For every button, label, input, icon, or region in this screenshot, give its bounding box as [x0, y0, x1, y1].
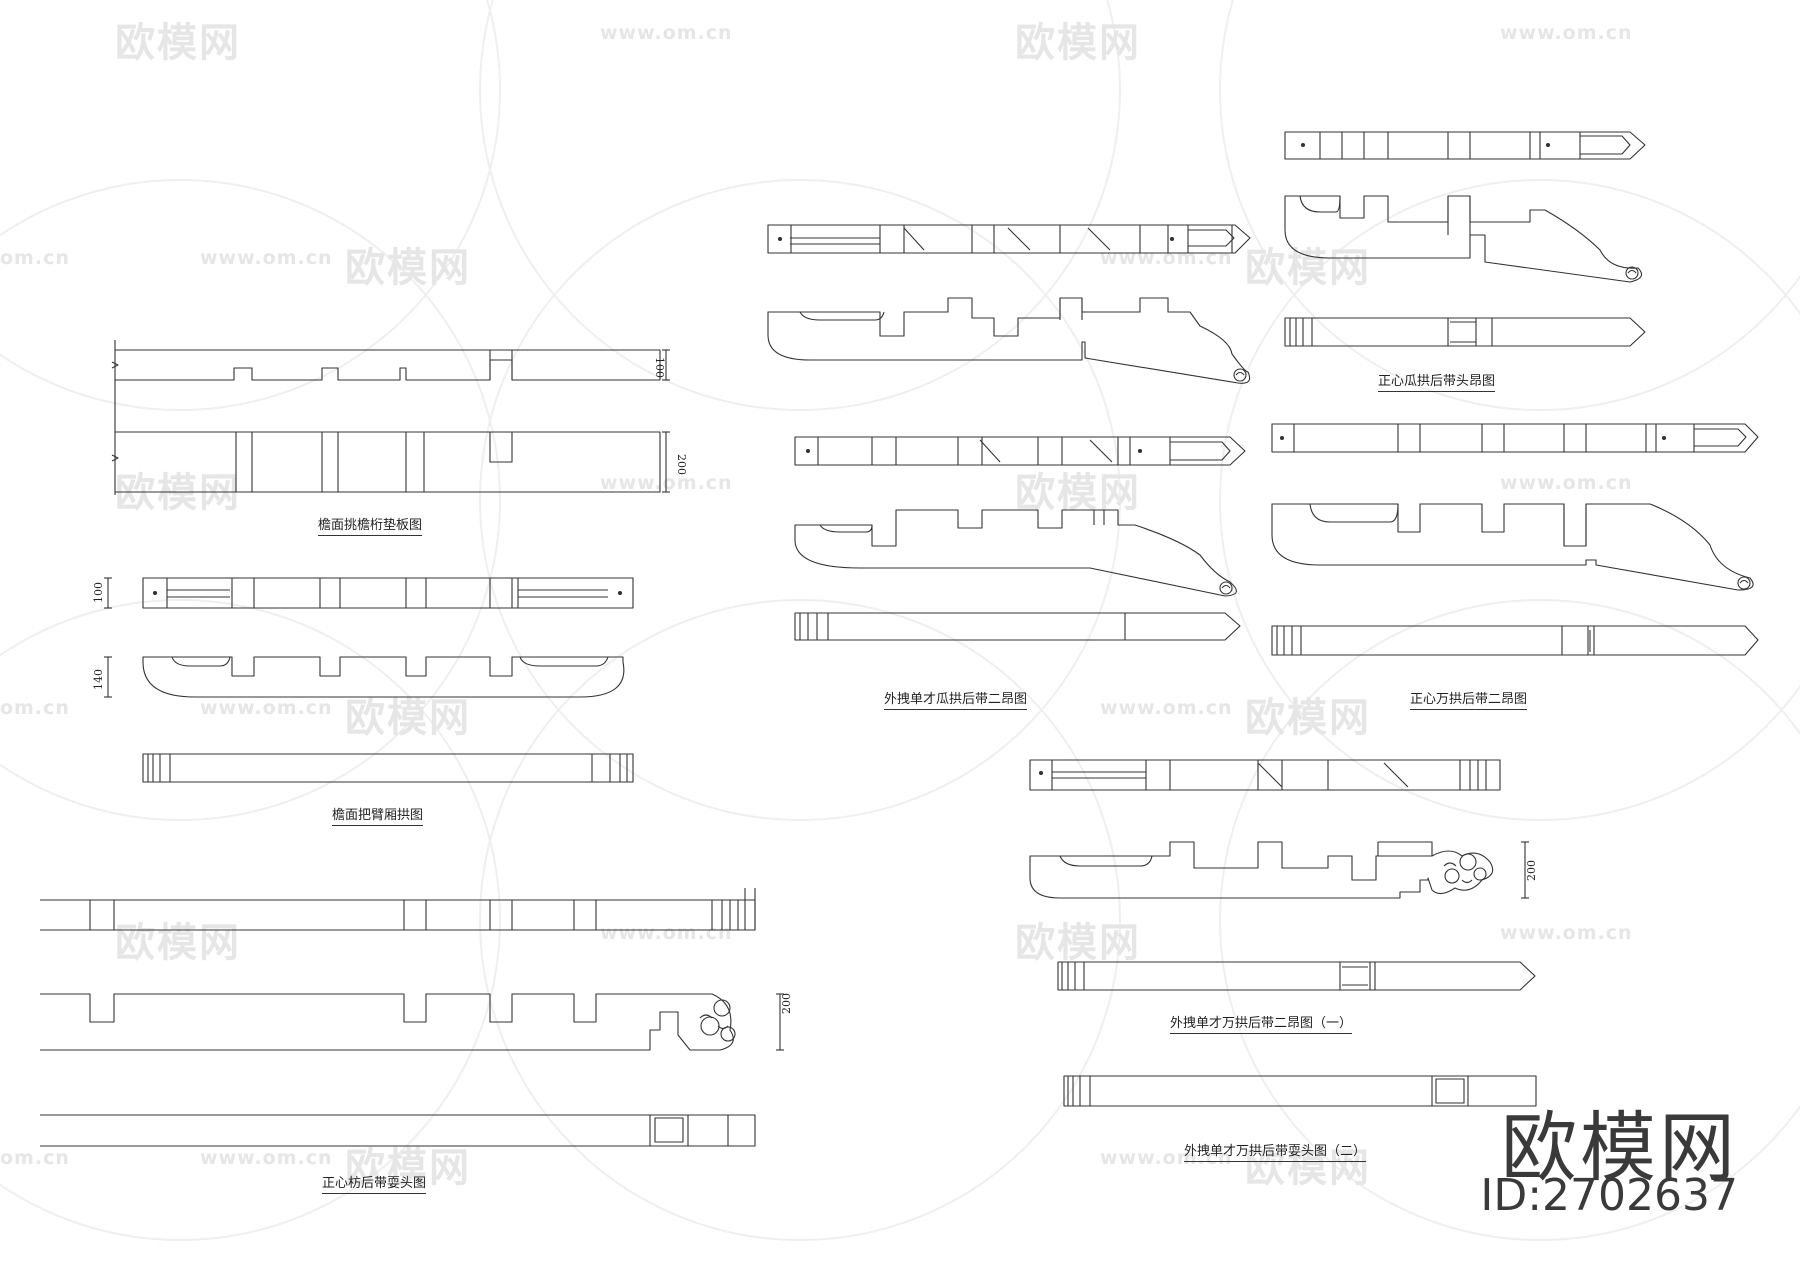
watermark-brand: 欧模网: [115, 920, 241, 966]
watermark-circle: [479, 599, 1121, 1241]
caption-diagram-1: 檐面挑檐桁垫板图: [318, 514, 423, 536]
diagram-4a-outer-bracket-plan: [767, 224, 1251, 254]
caption-diagram-3: 正心枋后带耍头图: [322, 1172, 427, 1194]
watermark-url: www.om.cn: [1500, 22, 1633, 44]
watermark-url: www.om.cn: [1500, 922, 1633, 944]
watermark-brand: 欧模网: [1245, 245, 1371, 291]
watermark-brand: 欧模网: [345, 245, 471, 291]
model-id: ID:2702637: [1480, 1170, 1738, 1221]
dimension-label: 200: [675, 454, 688, 475]
watermark-circle: [1219, 0, 1800, 411]
watermark-brand: 欧模网: [1245, 1145, 1371, 1191]
diagram-7-outer-bracket: [1029, 759, 1536, 991]
watermark-brand: 欧模网: [1015, 20, 1141, 66]
dimension-label: 200: [780, 993, 793, 1014]
watermark-brand: 欧模网: [345, 1145, 471, 1191]
watermark-url: www.om.cn: [200, 1147, 333, 1169]
watermark-url-short: om.cn: [0, 1147, 70, 1169]
caption-diagram-6: 正心万拱后带二昂图: [1410, 688, 1528, 710]
dimension-label: 140: [92, 669, 105, 690]
diagram-4b-outer-bracket-elevation: [794, 509, 1237, 597]
diagram-4c-outer-bracket-end: [794, 612, 1241, 641]
diagram-1-eave-board: [111, 340, 670, 495]
brand-logo: 欧模网: [1501, 1103, 1738, 1192]
caption-diagram-8: 外拽单才万拱后带耍头图（二）: [1184, 1140, 1367, 1162]
dimension-label: 100: [653, 357, 666, 378]
watermark-circle: [1219, 599, 1800, 1241]
watermark-url-short: om.cn: [0, 247, 70, 269]
diagram-3-purlin-beam: [40, 888, 784, 1147]
diagram-4b-outer-bracket-plan: [794, 436, 1246, 466]
watermark-url: www.om.cn: [600, 22, 733, 44]
watermark-url-short: om.cn: [0, 697, 70, 719]
watermark-brand: 欧模网: [1015, 920, 1141, 966]
watermark-url: www.om.cn: [200, 697, 333, 719]
watermark-brand: 欧模网: [115, 470, 241, 516]
watermark-circle: [0, 0, 501, 411]
watermark-url: www.om.cn: [1500, 472, 1633, 494]
watermark-url: www.om.cn: [1100, 1147, 1233, 1169]
caption-diagram-4: 外拽单才瓜拱后带二昂图: [884, 688, 1028, 710]
caption-diagram-2: 檐面把臂厢拱图: [332, 804, 424, 826]
watermark-brand: 欧模网: [1015, 470, 1141, 516]
dimension-label: 200: [1525, 860, 1538, 881]
watermark-brand: 欧模网: [1245, 695, 1371, 741]
diagram-6-center-bracket: [1271, 423, 1759, 656]
watermark-brand: 欧模网: [345, 695, 471, 741]
watermark-circle: [1219, 179, 1800, 821]
watermark-url: www.om.cn: [200, 247, 333, 269]
diagram-8-outer-bracket: [1063, 1075, 1537, 1107]
diagram-4a-outer-bracket-elevation: [767, 297, 1251, 384]
caption-diagram-5: 正心瓜拱后带头昂图: [1378, 370, 1496, 392]
watermark-circle: [0, 599, 501, 1241]
diagram-2-arm-bracket: [104, 577, 634, 783]
watermark-circle: [479, 179, 1121, 821]
watermark-circle: [479, 0, 1121, 411]
caption-diagram-7: 外拽单才万拱后带二昂图（一）: [1170, 1012, 1353, 1034]
watermark-brand: 欧模网: [115, 20, 241, 66]
watermark-url: www.om.cn: [1100, 697, 1233, 719]
diagram-5-center-bracket: [1284, 131, 1646, 347]
watermark-circle: [0, 179, 501, 821]
watermark-url: www.om.cn: [600, 922, 733, 944]
dimension-label: 100: [92, 582, 105, 603]
